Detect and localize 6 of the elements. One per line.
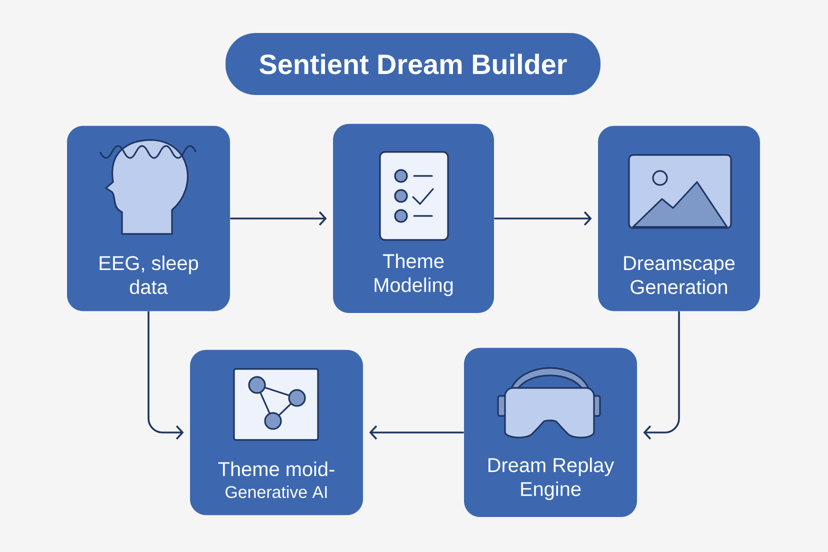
arrow <box>494 211 592 226</box>
arrow <box>369 425 464 440</box>
arrow <box>230 211 327 226</box>
title-pill: Sentient Dream Builder <box>226 33 600 95</box>
arrow <box>148 311 184 440</box>
arrow <box>643 311 680 440</box>
